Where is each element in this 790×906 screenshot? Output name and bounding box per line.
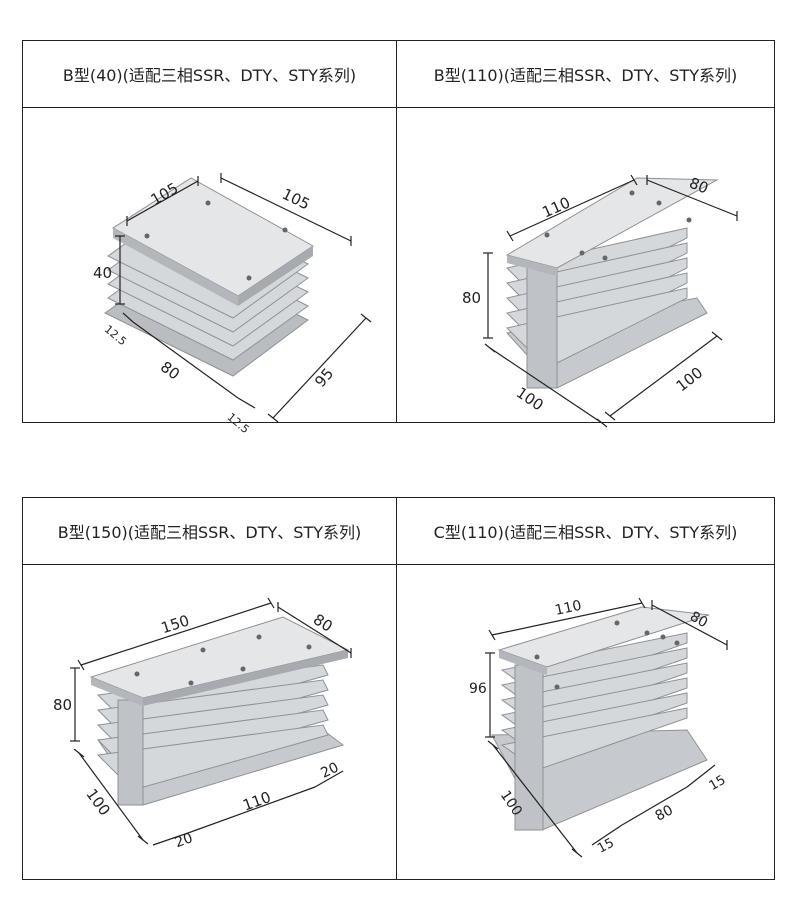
heatsink-b40-image: 105 105 40 12.5 80 95 12.5 — [93, 173, 372, 436]
dim-small-a: 20 — [173, 830, 195, 851]
cell-b40: B型(40)(适配三相SSR、DTY、STY系列) — [23, 41, 396, 436]
dim-top-left: 110 — [554, 598, 583, 619]
dim-base: 110 — [240, 788, 273, 815]
heatsink-fins — [491, 606, 710, 831]
dim-height: 80 — [53, 696, 72, 714]
dim-base: 80 — [157, 358, 183, 384]
cell-title: B型(110)(适配三相SSR、DTY、STY系列) — [397, 41, 774, 108]
dim-height: 80 — [462, 289, 481, 307]
cell-title: C型(110)(适配三相SSR、DTY、STY系列) — [397, 498, 774, 565]
dim-depth: 95 — [311, 365, 337, 391]
dim-top-right: 80 — [310, 610, 336, 635]
dim-base: 80 — [653, 802, 676, 824]
dim-top-right: 80 — [687, 609, 710, 632]
cell-b110: B型(110)(适配三相SSR、DTY、STY系列) — [397, 41, 774, 428]
cell-title: B型(150)(适配三相SSR、DTY、STY系列) — [23, 498, 396, 565]
dim-small-a: 15 — [595, 836, 617, 857]
dim-top-right: 80 — [687, 174, 711, 198]
heatsink-b150-image: 150 80 80 100 20 110 20 — [53, 597, 352, 851]
heatsink-c110-image: 110 80 96 100 15 80 15 — [469, 597, 729, 858]
dim-top-left: 110 — [539, 193, 572, 221]
panel-divider — [396, 41, 397, 422]
dim-small-b: 15 — [707, 773, 729, 794]
cell-b150: B型(150)(适配三相SSR、DTY、STY系列) — [23, 498, 396, 879]
panel-divider — [396, 498, 397, 879]
heatsink-fins — [89, 616, 350, 806]
heatsink-b110-image: 110 80 80 100 100 — [462, 174, 738, 428]
cell-title: B型(40)(适配三相SSR、DTY、STY系列) — [23, 41, 396, 108]
dim-height: 40 — [93, 264, 112, 282]
cell-c110: C型(110)(适配三相SSR、DTY、STY系列) — [397, 498, 774, 879]
panel-top: B型(40)(适配三相SSR、DTY、STY系列) — [22, 40, 775, 436]
dim-base-right: 100 — [673, 363, 707, 395]
dim-height: 96 — [469, 681, 487, 697]
heatsink-fins — [505, 177, 719, 389]
dim-top-left: 150 — [159, 611, 192, 637]
dim-side: 100 — [82, 785, 113, 819]
heatsink-fins — [104, 177, 314, 377]
dim-small-b: 20 — [318, 760, 341, 782]
dim-small-a: 12.5 — [102, 323, 129, 349]
dim-small-b: 12.5 — [225, 411, 252, 437]
panel-bottom: B型(150)(适配三相SSR、DTY、STY系列) — [22, 497, 775, 880]
